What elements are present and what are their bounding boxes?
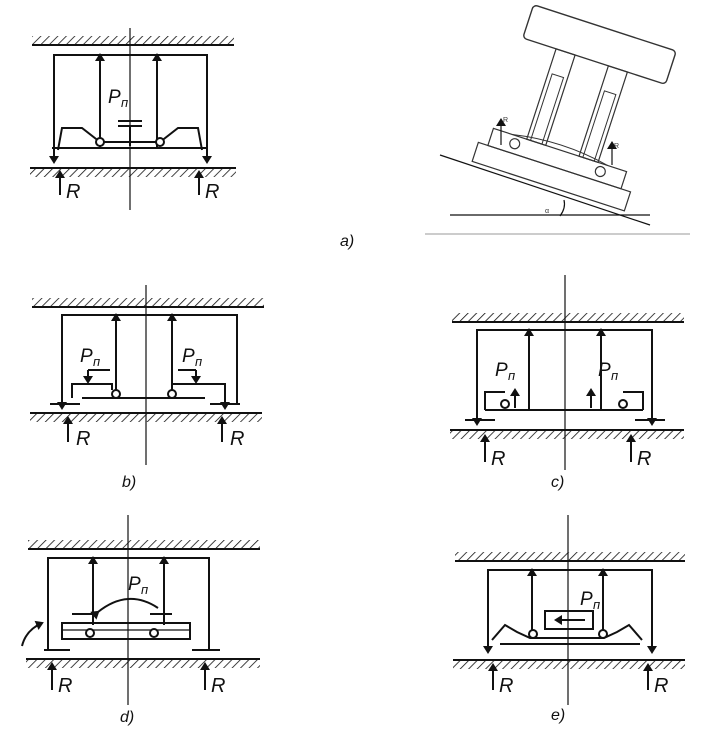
force-label: P bbox=[128, 574, 141, 595]
reaction-label-right: R bbox=[230, 428, 244, 450]
panel-e: P п R R e) bbox=[453, 515, 685, 724]
panel-c: P п P п R R c) bbox=[450, 275, 684, 491]
reaction-label-left: R bbox=[491, 448, 505, 470]
force-subscript: п bbox=[593, 597, 600, 612]
force-subscript: п bbox=[121, 95, 128, 110]
force-label-left: P bbox=[495, 360, 508, 381]
force-sub-right: п bbox=[195, 354, 202, 369]
photo-label-R-left: R bbox=[503, 117, 508, 124]
force-subscript: п bbox=[141, 582, 148, 597]
panel-label-b: b) bbox=[122, 474, 136, 491]
cylinder bbox=[544, 610, 594, 630]
photo-sketch: R R α bbox=[425, 5, 690, 235]
reaction-label-left: R bbox=[58, 675, 72, 697]
ceiling-hatch bbox=[32, 36, 234, 45]
force-label: P bbox=[580, 589, 593, 610]
machine-sketch bbox=[471, 5, 676, 212]
reaction-label-left: R bbox=[66, 181, 80, 203]
force-sub-left: п bbox=[93, 354, 100, 369]
reaction-label-left: R bbox=[76, 428, 90, 450]
force-label-right: P bbox=[182, 346, 195, 367]
floor-hatch bbox=[30, 169, 236, 177]
press-frame bbox=[53, 54, 208, 158]
force-label: P bbox=[108, 87, 121, 108]
photo-angle-label: α bbox=[545, 208, 549, 215]
panel-d: P п R R d) bbox=[21, 515, 260, 726]
panel-b: P п P п R R b) bbox=[30, 285, 264, 491]
force-label-right: P bbox=[598, 360, 611, 381]
force-sub-left: п bbox=[508, 368, 515, 383]
reaction-label-right: R bbox=[211, 675, 225, 697]
photo-label-R-right: R bbox=[614, 143, 619, 150]
force-label-left: P bbox=[80, 346, 93, 367]
reaction-label-left: R bbox=[499, 675, 513, 697]
toggle-linkage bbox=[491, 623, 643, 641]
panel-label-a: a) bbox=[340, 233, 354, 250]
reaction-label-right: R bbox=[637, 448, 651, 470]
reaction-label-right: R bbox=[205, 181, 219, 203]
panel-a: P п R R a) bbox=[30, 28, 354, 250]
platen bbox=[61, 622, 191, 640]
reaction-label-right: R bbox=[654, 675, 668, 697]
panel-label-e: e) bbox=[551, 707, 565, 724]
panel-label-c: c) bbox=[551, 474, 564, 491]
force-sub-right: п bbox=[611, 368, 618, 383]
panel-label-d: d) bbox=[120, 709, 134, 726]
